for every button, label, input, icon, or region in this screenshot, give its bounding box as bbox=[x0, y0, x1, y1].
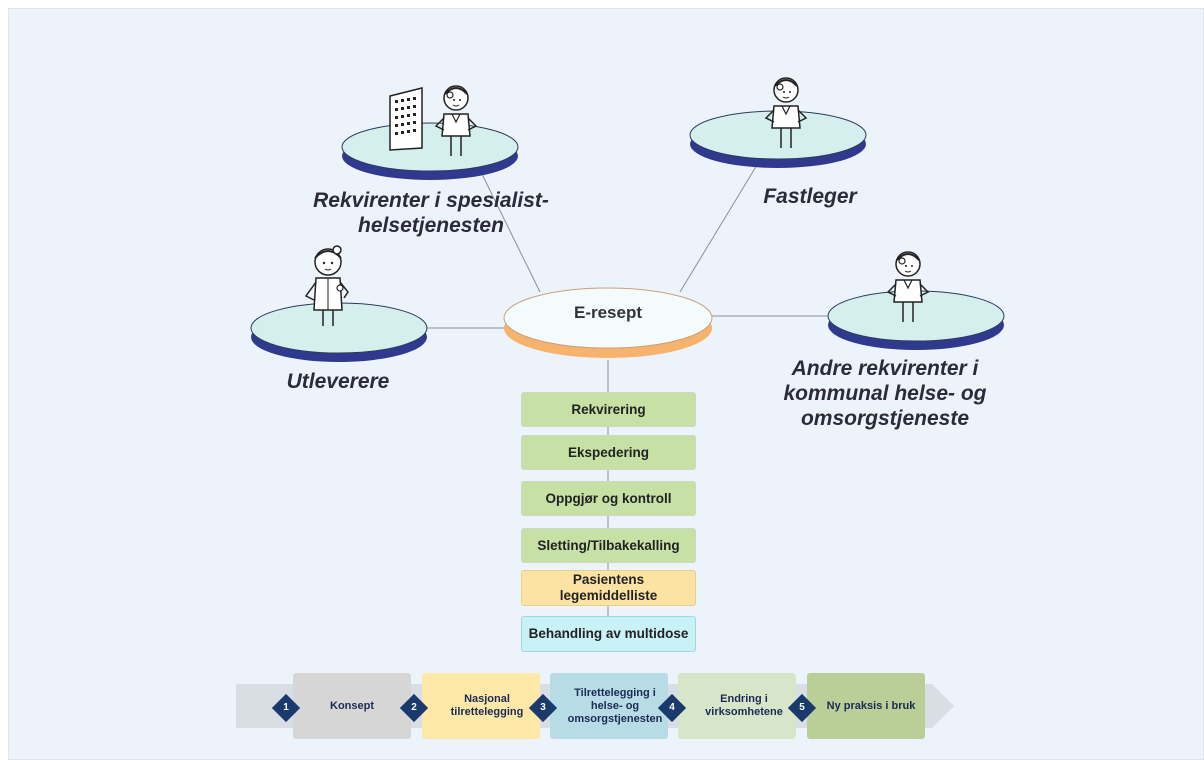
step-box-5: Ny praksis i bruk bbox=[807, 673, 925, 739]
node-label-fastleger: Fastleger bbox=[763, 185, 857, 208]
function-box-rekvirering: Rekvirering bbox=[521, 392, 696, 427]
step-label: Konsept bbox=[330, 699, 374, 712]
node-label-utleverere: Utleverere bbox=[286, 370, 390, 393]
disc-utleverere bbox=[250, 302, 428, 362]
function-label: Oppgjør og kontroll bbox=[545, 490, 672, 506]
disc-fastleger bbox=[689, 110, 867, 168]
step-box-2: Nasjonal tilrettelegging bbox=[422, 673, 540, 739]
function-box-multidose: Behandling av multidose bbox=[521, 616, 696, 652]
pharmacist-figure-icon bbox=[304, 245, 349, 326]
step-box-1: Konsept bbox=[293, 673, 411, 739]
step-number: 4 bbox=[669, 702, 675, 713]
function-box-oppgjor: Oppgjør og kontroll bbox=[521, 481, 696, 516]
function-box-sletting: Sletting/Tilbakekalling bbox=[521, 528, 696, 563]
node-label-kommunal: Andre rekvirenter i kommunal helse- og o… bbox=[783, 357, 987, 430]
doctor-figure-icon bbox=[764, 77, 808, 148]
hospital-building-icon bbox=[389, 87, 423, 151]
function-label: Ekspedering bbox=[567, 444, 650, 460]
step-number: 3 bbox=[540, 702, 546, 713]
disc-specialist bbox=[341, 122, 519, 180]
function-label: Sletting/Tilbakekalling bbox=[537, 537, 680, 553]
function-label: Behandling av multidose bbox=[528, 626, 689, 641]
step-label: Endring i virksomhetene bbox=[705, 693, 783, 718]
node-label-specialist: Rekvirenter i spesialist- helsetjenesten bbox=[313, 189, 549, 237]
function-box-legemiddelliste: Pasientens legemiddelliste bbox=[521, 570, 696, 606]
step-box-3: Tilrettelegging i helse- og omsorgstjene… bbox=[550, 673, 668, 739]
doctor-figure-icon bbox=[886, 251, 930, 322]
step-label: Ny praksis i bruk bbox=[826, 699, 916, 712]
function-label: Pasientens legemiddelliste bbox=[559, 572, 658, 603]
doctor-figure-icon bbox=[434, 85, 478, 156]
function-label: Rekvirering bbox=[571, 401, 646, 417]
step-number: 1 bbox=[283, 702, 289, 713]
step-number: 2 bbox=[411, 702, 417, 713]
step-number: 5 bbox=[799, 702, 805, 713]
function-box-ekspedering: Ekspedering bbox=[521, 435, 696, 470]
disc-e-resept bbox=[503, 287, 713, 358]
step-label: Tilrettelegging i helse- og omsorgstjene… bbox=[567, 686, 663, 725]
e-resept-label: E-resept bbox=[573, 303, 643, 322]
step-box-4: Endring i virksomhetene bbox=[678, 673, 796, 739]
step-label: Nasjonal tilrettelegging bbox=[450, 693, 524, 718]
